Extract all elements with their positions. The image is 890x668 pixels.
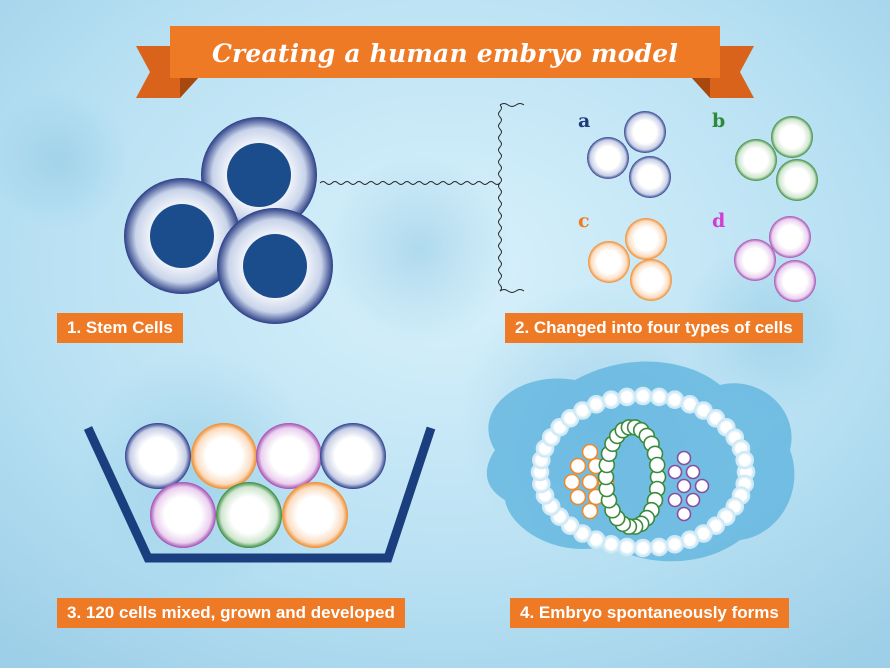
cell-type-c [588, 218, 672, 301]
step-3-caption: 3. 120 cells mixed, grown and developed [57, 598, 405, 628]
cell-type-label-a: a [578, 110, 591, 132]
background-blob [325, 155, 515, 345]
embryo-orange-cell [581, 473, 599, 491]
embryo-outer-cell [649, 537, 669, 557]
page-title: Creating a human embryo model [211, 38, 679, 68]
embryo-outer-cell [633, 538, 653, 558]
embryo-purple-cell [667, 492, 683, 508]
step-1-caption: 1. Stem Cells [57, 313, 183, 343]
background-blob [0, 90, 130, 230]
embryo-outer-cell [665, 534, 685, 554]
cell-type-b [735, 116, 818, 201]
embryo [486, 361, 795, 562]
stem-cell-nucleus [243, 234, 307, 298]
mixing-bowl [83, 423, 436, 563]
embryo-purple-cell [676, 478, 692, 494]
step-4-caption: 4. Embryo spontaneously forms [510, 598, 789, 628]
step-2-caption: 2. Changed into four types of cells [505, 313, 803, 343]
embryo-orange-cell [569, 488, 587, 506]
stem-cell-nucleus [227, 143, 291, 207]
embryo-outer-cell [617, 387, 637, 407]
embryo-orange-cell [581, 502, 599, 520]
embryo-purple-cell [694, 478, 710, 494]
embryo-outer-cell [601, 390, 621, 410]
embryo-orange-cell [581, 443, 599, 461]
embryo-outer-cell [633, 386, 653, 406]
embryo-purple-cell [667, 464, 683, 480]
embryo-purple-cell [676, 506, 692, 522]
cell-type-label-c: c [578, 210, 590, 232]
embryo-purple-cell [685, 464, 701, 480]
embryo-purple-cell [676, 450, 692, 466]
cell-type-d [734, 216, 816, 302]
stem-cell-cluster [124, 117, 333, 324]
embryo-outer-cell [735, 450, 755, 470]
embryo-outer-cell [617, 537, 637, 557]
cell-type-label-d: d [712, 210, 726, 232]
cell-type-a [587, 111, 671, 198]
stem-cell-nucleus [150, 204, 214, 268]
embryo-orange-cell [569, 457, 587, 475]
cell-type-label-b: b [712, 110, 726, 132]
embryo-outer-cell [649, 387, 669, 407]
title-banner [136, 26, 754, 98]
branch-connector [319, 103, 525, 293]
embryo-green-cell [648, 456, 666, 474]
embryo-orange-cell [563, 473, 581, 491]
embryo-purple-cell [685, 492, 701, 508]
